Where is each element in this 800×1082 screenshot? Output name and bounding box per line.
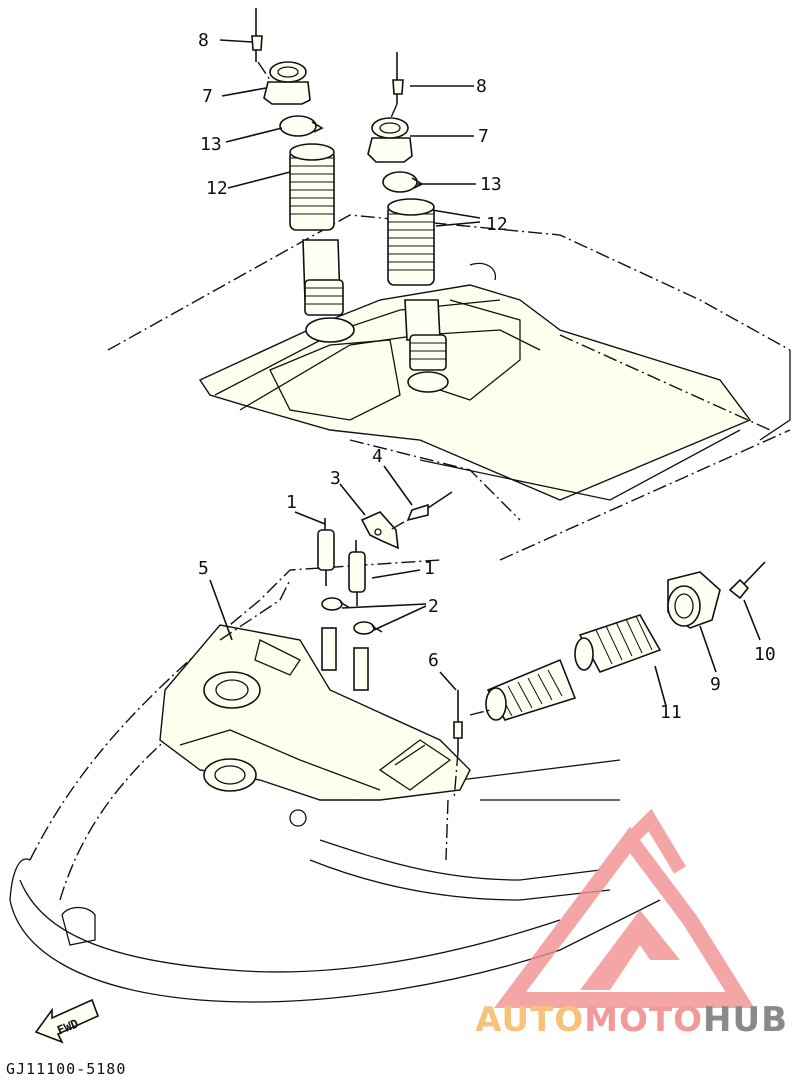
callout-7-left: 7 [202,86,213,107]
screw-10 [728,561,766,600]
inner-deck-plate [159,579,471,827]
callout-11: 11 [660,702,682,723]
watermark-text: AUTOMOTOHUB [475,1000,788,1040]
hose-segments [321,627,369,691]
bellows-12-left [289,143,355,343]
callout-12-left: 12 [206,178,228,199]
watermark-logo-mark [494,808,755,1008]
hose-11 [469,614,662,721]
callout-12-right: 12 [486,214,508,235]
upper-deck [107,214,791,561]
callout-10: 10 [754,644,776,665]
callout-6: 6 [428,650,439,671]
callout-8-left: 8 [198,30,209,51]
bellows-12-right [387,198,449,393]
clamp-13-left [279,115,324,137]
callout-1-right: 1 [424,558,435,579]
callout-13-right: 13 [480,174,502,195]
rivet-6 [445,690,463,861]
fitting-1-left [317,518,335,586]
callout-8-right: 8 [476,76,487,97]
watermark-auto: AUTO [475,1000,585,1040]
vent-cap-7-right [367,117,413,163]
flange-9 [667,571,721,629]
callout-7-right: 7 [478,126,489,147]
lower-hull [9,559,661,1003]
vent-cap-7-left [263,61,311,105]
watermark-hub: HUB [703,1000,788,1040]
leader-lines [209,39,761,707]
rivet-8-right [389,52,404,121]
screw-4 [389,491,453,531]
callout-2: 2 [428,596,439,617]
watermark-moto: MOTO [584,1000,704,1040]
rivet-8-left [251,8,271,81]
callout-3: 3 [330,468,341,489]
bracket-3 [360,511,399,550]
callout-4: 4 [372,446,383,467]
clamp-13-right [382,171,424,193]
callout-5: 5 [198,558,209,579]
fitting-1-right [348,540,366,606]
callout-13-left: 13 [200,134,222,155]
callout-9: 9 [710,674,721,695]
drawing-code: GJ11100-5180 [6,1060,127,1078]
fwd-arrow: FWD [34,998,100,1044]
callout-1-left: 1 [286,492,297,513]
callout-labels: 8 7 13 12 8 7 13 12 1 1 2 3 4 5 6 9 10 1… [198,30,776,723]
